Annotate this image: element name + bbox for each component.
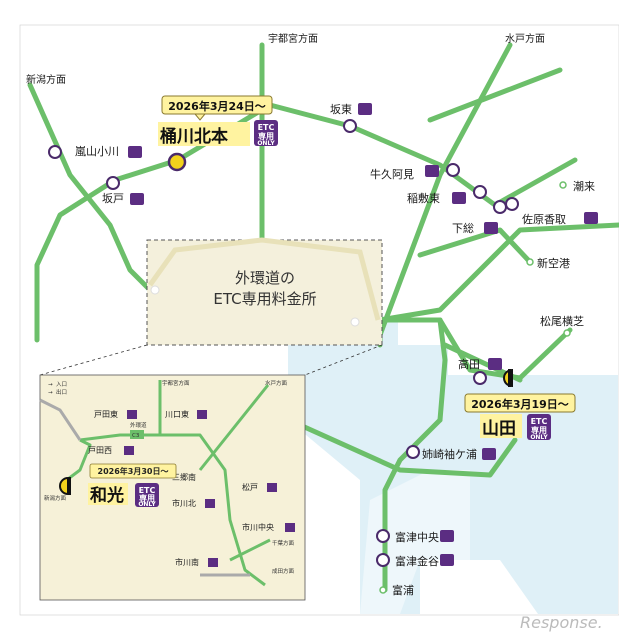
svg-text:ONLY: ONLY bbox=[138, 501, 156, 508]
map-frame bbox=[19, 24, 619, 616]
inset-misato: 三郷南 bbox=[172, 472, 196, 482]
gaikan-inset: → 入口 → 出口 宇都宮方面 水戸方面 新潟方面 千葉方面 成田方面 外環道 … bbox=[39, 374, 306, 601]
svg-text:ETC: ETC bbox=[531, 417, 548, 426]
station-tomiura: 富浦 bbox=[379, 583, 414, 597]
svg-text:→: → bbox=[48, 390, 53, 396]
station-futtsu-kanaya: 富津金谷 bbox=[376, 553, 454, 568]
station-ushiku: 牛久阿見 bbox=[370, 163, 460, 181]
gaikan-node bbox=[350, 317, 360, 327]
svg-text:高田: 高田 bbox=[458, 357, 480, 371]
svg-text:富浦: 富浦 bbox=[392, 583, 414, 597]
svg-text:牛久阿見: 牛久阿見 bbox=[370, 167, 414, 181]
gaikan-route bbox=[147, 237, 381, 321]
wako-date: 2026年3月30日〜 bbox=[98, 466, 169, 476]
direction-utsunomiya: 宇都宮方面 bbox=[268, 32, 318, 45]
svg-text:下総: 下総 bbox=[452, 221, 474, 235]
inset-dir-mito: 水戸方面 bbox=[265, 379, 288, 387]
inset-connector bbox=[39, 344, 148, 376]
watermark: Response. bbox=[520, 613, 603, 632]
station-bando: 坂東 bbox=[330, 103, 372, 133]
inset-gaikan-label: 外環道 bbox=[130, 421, 147, 429]
svg-text:専用: 専用 bbox=[531, 425, 547, 435]
station-shimofusa: 下総 bbox=[452, 200, 507, 235]
svg-text:ETC: ETC bbox=[258, 123, 275, 132]
direction-niigata: 新潟方面 bbox=[26, 73, 66, 86]
station-takada: 高田 bbox=[458, 357, 502, 385]
direction-mito: 水戸方面 bbox=[505, 32, 545, 45]
svg-text:ONLY: ONLY bbox=[530, 434, 548, 441]
svg-text:稲敷東: 稲敷東 bbox=[407, 191, 440, 205]
yamada-name: 山田 bbox=[482, 419, 516, 439]
svg-text:嵐山小川: 嵐山小川 bbox=[75, 145, 119, 158]
sea-area bbox=[288, 318, 618, 614]
okegawa-date: 2026年3月24日〜 bbox=[168, 99, 266, 113]
svg-text:富津金谷: 富津金谷 bbox=[395, 554, 439, 568]
svg-text:潮来: 潮来 bbox=[573, 179, 595, 193]
svg-text:→: → bbox=[48, 382, 53, 388]
yamada-date: 2026年3月19日〜 bbox=[471, 397, 569, 411]
inset-ichikawaminami: 市川南 bbox=[175, 557, 199, 567]
svg-text:姉崎袖ケ浦: 姉崎袖ケ浦 bbox=[422, 447, 477, 461]
inset-dir-chiba: 千葉方面 bbox=[272, 539, 295, 547]
wako-name: 和光 bbox=[90, 485, 124, 506]
highlight-yamada: 2026年3月19日〜 山田 ETC 専用 ONLY bbox=[464, 368, 576, 441]
station-ranzan: 嵐山小川 bbox=[48, 145, 142, 159]
inset-c3-label: C3 bbox=[132, 433, 140, 439]
svg-text:佐原香取: 佐原香取 bbox=[522, 212, 566, 226]
station-shinkuko: 新空港 bbox=[526, 256, 570, 270]
inset-connector bbox=[304, 344, 383, 376]
legend-out: 出口 bbox=[56, 388, 67, 396]
inset-todahigashi: 戸田東 bbox=[94, 409, 118, 419]
svg-text:ETC: ETC bbox=[139, 486, 156, 495]
station-anegasaki: 姉崎袖ケ浦 bbox=[406, 445, 496, 461]
svg-text:専用: 専用 bbox=[139, 493, 155, 503]
station-matsuo: 松尾横芝 bbox=[540, 314, 584, 337]
svg-text:坂東: 坂東 bbox=[330, 103, 352, 116]
station-futtsu-chuo: 富津中央 bbox=[376, 529, 454, 544]
svg-text:新空港: 新空港 bbox=[537, 256, 570, 270]
inset-dir-narita: 成田方面 bbox=[272, 567, 295, 575]
okegawa-name: 桶川北本 bbox=[160, 126, 228, 147]
station-inashiki: 稲敷東 bbox=[407, 185, 487, 205]
inset-matsudo: 松戸 bbox=[242, 482, 258, 492]
svg-text:ONLY: ONLY bbox=[257, 140, 275, 147]
station-sawara: 佐原香取 bbox=[505, 197, 598, 226]
inset-ichikawachuo: 市川中央 bbox=[242, 522, 274, 532]
gaikan-title-line1: 外環道の bbox=[235, 269, 295, 287]
inset-kawaguchihigashi: 川口東 bbox=[165, 409, 189, 419]
inset-todanishi: 戸田西 bbox=[88, 446, 112, 455]
inset-ichikawakita: 市川北 bbox=[172, 498, 196, 508]
station-itako: 潮来 bbox=[559, 179, 595, 193]
svg-text:専用: 専用 bbox=[258, 131, 274, 141]
highlight-okegawa: 2026年3月24日〜 桶川北本 ETC 専用 ONLY bbox=[158, 95, 278, 172]
gaikan-title-line2: ETC専用料金所 bbox=[213, 290, 316, 308]
svg-text:松尾横芝: 松尾横芝 bbox=[540, 314, 584, 328]
inset-dir-niigata: 新潟方面 bbox=[44, 494, 67, 502]
svg-text:富津中央: 富津中央 bbox=[395, 530, 439, 544]
inset-dir-utsunomiya: 宇都宮方面 bbox=[162, 379, 190, 387]
gaikan-area-box bbox=[146, 239, 383, 346]
gaikan-node bbox=[150, 285, 160, 295]
legend-in: 入口 bbox=[56, 381, 67, 388]
svg-text:坂戸: 坂戸 bbox=[102, 192, 124, 205]
station-sakado: 坂戸 bbox=[102, 176, 144, 205]
